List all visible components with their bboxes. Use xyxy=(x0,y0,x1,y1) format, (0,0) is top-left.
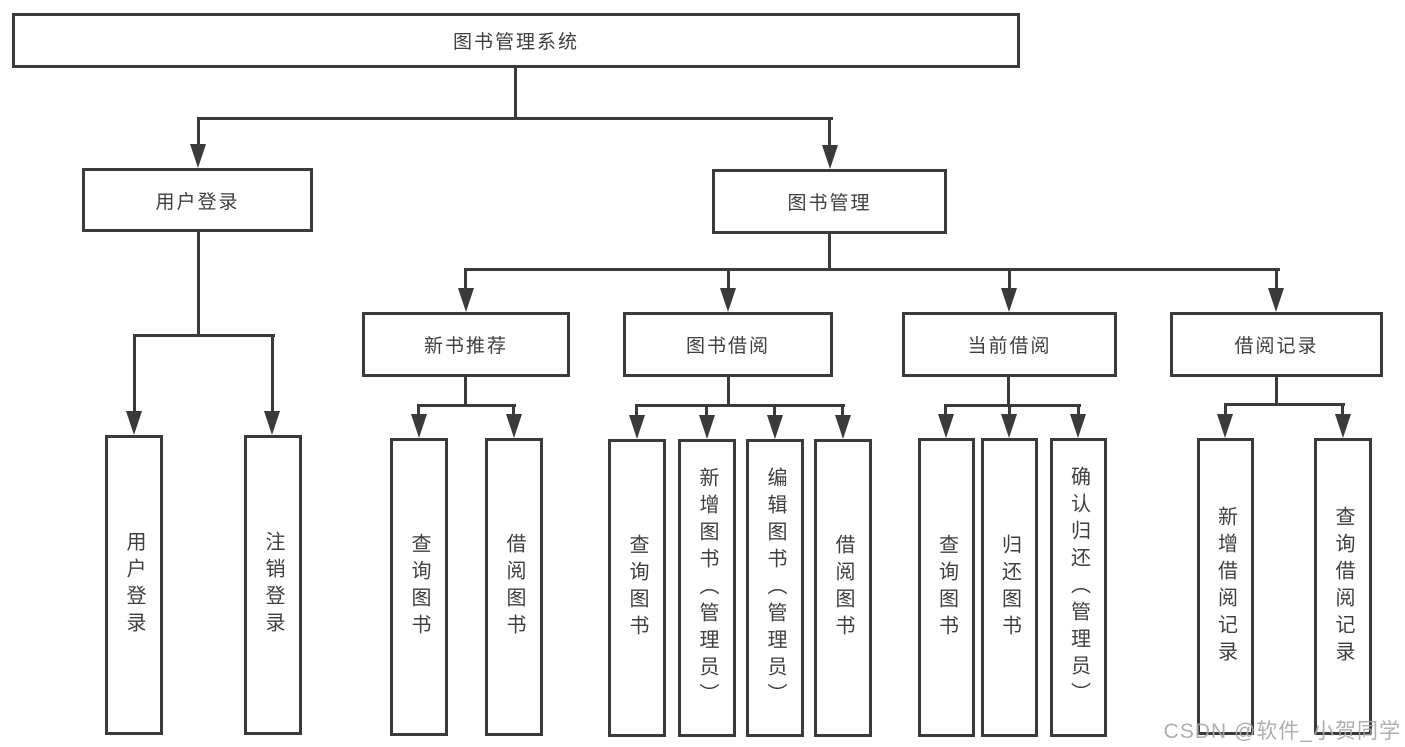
connector-current-bar xyxy=(944,404,1081,407)
node-user-login: 用户登录 xyxy=(82,168,313,232)
connector-mgmt-bar xyxy=(465,268,1280,271)
connector-borrow-drop xyxy=(727,377,730,407)
csdn-watermark: CSDN @软件_小贺同学 xyxy=(1163,720,1401,743)
connector-stub xyxy=(635,404,638,417)
connector-stub xyxy=(1008,404,1011,416)
connector-stub xyxy=(1008,268,1011,290)
node-login-logout: 注销登录 xyxy=(244,435,302,735)
connector-stub xyxy=(773,404,776,417)
connector-rec-bar xyxy=(417,404,516,407)
arrowhead-down-icon xyxy=(411,414,427,438)
node-rec-borrow: 借阅图书 xyxy=(485,438,543,736)
connector-login-bar xyxy=(133,334,275,337)
node-root: 图书管理系统 xyxy=(12,13,1020,68)
connector-stub xyxy=(944,404,947,416)
arrowhead-down-icon xyxy=(835,415,851,439)
node-book-mgmt: 图书管理 xyxy=(712,169,947,234)
node-cb-query: 查询图书 xyxy=(918,438,975,737)
connector-root-drop xyxy=(514,68,517,118)
node-login-user: 用户登录 xyxy=(105,435,163,735)
connector-stub xyxy=(705,404,708,417)
connector-login-stub xyxy=(197,117,200,147)
connector-stub xyxy=(512,404,515,416)
arrowhead-down-icon xyxy=(720,288,736,312)
connector-stub xyxy=(1224,403,1227,416)
connector-mgmt-drop xyxy=(828,234,831,271)
connector-current-drop xyxy=(1007,377,1010,407)
node-cur-borrow: 当前借阅 xyxy=(902,312,1117,377)
connector-rec-drop xyxy=(464,377,467,407)
node-borrow-rec: 借阅记录 xyxy=(1170,312,1383,377)
node-bb-query: 查询图书 xyxy=(608,439,666,737)
arrowhead-down-icon xyxy=(1001,288,1017,312)
arrowhead-down-icon xyxy=(506,414,522,438)
arrowhead-down-icon xyxy=(822,145,838,169)
arrowhead-down-icon xyxy=(190,144,206,168)
connector-borrow-bar xyxy=(635,404,845,407)
node-bb-add: 新增图书（管理员） xyxy=(678,439,736,737)
node-new-rec: 新书推荐 xyxy=(362,312,570,377)
arrowhead-down-icon xyxy=(1335,414,1351,438)
connector-stub xyxy=(1275,268,1278,290)
arrowhead-down-icon xyxy=(1217,414,1233,438)
connector-stub xyxy=(464,268,467,290)
connector-stub xyxy=(271,334,274,412)
connector-stub xyxy=(727,268,730,290)
node-bb-edit: 编辑图书（管理员） xyxy=(746,439,804,737)
arrowhead-down-icon xyxy=(1001,414,1017,438)
arrowhead-down-icon xyxy=(458,288,474,312)
arrowhead-down-icon xyxy=(264,411,280,435)
node-cb-return: 归还图书 xyxy=(981,438,1038,737)
node-cb-confirm: 确认归还（管理员） xyxy=(1050,438,1107,737)
connector-records-drop xyxy=(1275,377,1278,406)
arrowhead-down-icon xyxy=(767,415,783,439)
arrowhead-down-icon xyxy=(938,414,954,438)
connector-mgmt-stub xyxy=(828,117,831,147)
connector-stub xyxy=(417,404,420,416)
node-br-add: 新增借阅记录 xyxy=(1197,438,1254,735)
arrowhead-down-icon xyxy=(126,411,142,435)
node-br-query: 查询借阅记录 xyxy=(1314,438,1372,735)
connector-stub xyxy=(841,404,844,417)
node-rec-query: 查询图书 xyxy=(390,438,448,736)
arrowhead-down-icon xyxy=(1070,414,1086,438)
node-book-borrow: 图书借阅 xyxy=(623,312,833,377)
connector-login-drop xyxy=(197,232,200,337)
connector-stub xyxy=(1341,403,1344,416)
node-bb-borrow: 借阅图书 xyxy=(814,439,872,737)
connector-stub xyxy=(133,334,136,412)
connector-stub xyxy=(1077,404,1080,416)
arrowhead-down-icon xyxy=(699,415,715,439)
connector-root-bar xyxy=(197,117,833,120)
arrowhead-down-icon xyxy=(1268,288,1284,312)
arrowhead-down-icon xyxy=(629,415,645,439)
connector-records-bar xyxy=(1224,403,1345,406)
